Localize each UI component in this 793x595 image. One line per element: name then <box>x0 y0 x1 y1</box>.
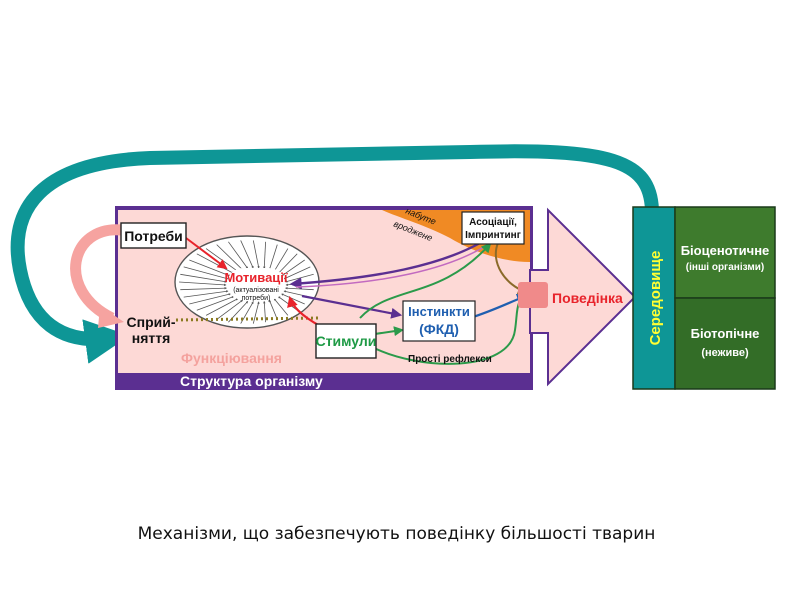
perception-label-line1: Сприй- <box>127 314 176 330</box>
behavior-big-arrow <box>529 207 637 387</box>
instincts-label-line2: (ФКД) <box>419 321 459 337</box>
stimuli-box <box>315 323 377 359</box>
motivation-spoke <box>263 300 266 323</box>
motivation-spoke <box>179 281 227 287</box>
behavior-label: Поведінка <box>552 290 623 306</box>
motivation-spoke <box>216 244 243 271</box>
motivation-spoke <box>252 301 260 324</box>
motivation-spoke <box>283 266 311 280</box>
figure-caption: Механізми, що забезпечують поведінку біл… <box>137 524 656 544</box>
motivation-spoke <box>252 240 260 269</box>
feedback-loop-arrow <box>10 144 659 364</box>
associations-to-motivation-arrow <box>289 241 481 290</box>
motivation-spoke <box>263 241 266 270</box>
motivation-spoke <box>228 241 249 269</box>
simple-reflexes-label: Прості рефлекси <box>408 353 492 365</box>
motivation-sub-line2: потреби) <box>242 294 271 302</box>
needs-box <box>120 222 187 249</box>
motivation-spoke <box>269 299 278 320</box>
motivation-spoke <box>189 293 231 305</box>
motivation-spoke <box>273 298 289 316</box>
perception-label-line2: няття <box>132 330 171 346</box>
biocenotic-label-line1: Біоценотичне <box>681 243 770 258</box>
associations-to-motivation-arrow-2 <box>295 242 491 288</box>
instincts-box <box>402 300 476 342</box>
motivation-label: Мотивації <box>224 270 287 285</box>
instincts-label-line1: Інстинкти <box>408 304 470 319</box>
motivation-spoke <box>281 259 305 277</box>
perception-to-needs-arrow <box>70 224 123 323</box>
motivation-label-box <box>227 268 285 300</box>
environment-label: Середовище <box>647 251 664 346</box>
motivation-spoke <box>180 273 227 283</box>
needs-label: Потреби <box>124 228 183 244</box>
motivation-spoke <box>180 286 227 291</box>
motivation-spoke <box>216 299 243 320</box>
functioning-label: Функціювання <box>181 350 282 366</box>
stimuli-to-associations-arrow <box>359 242 492 319</box>
motivation-spoke <box>240 240 254 269</box>
needs-to-motivation-arrow <box>185 237 228 270</box>
environment-column <box>632 206 676 390</box>
behavior-node <box>518 282 548 308</box>
motivation-spoke <box>183 290 229 298</box>
motivation-spoke <box>189 259 231 277</box>
biotopic-label-line2: (неживе) <box>701 347 749 359</box>
biocenotic-label-line2: (інші організми) <box>686 262 764 273</box>
motivation-spoke <box>205 298 239 316</box>
biotopic-label-line1: Біотопічне <box>691 326 760 341</box>
biotopic-box <box>674 297 776 390</box>
associations-label-line1: Асоціації, <box>469 217 517 228</box>
motivation-spoke <box>196 253 235 274</box>
structure-label: Структура організму <box>180 373 323 389</box>
motivation-spoke <box>273 248 289 272</box>
motivation-spoke <box>268 244 278 271</box>
motivation-spoke <box>183 266 229 280</box>
perception-to-needs-arrowhead <box>98 306 124 328</box>
stimuli-label: Стимули <box>316 333 377 349</box>
motivation-sub-line1: (актуалізовані <box>233 286 279 294</box>
motivation-spoke <box>196 296 235 311</box>
motivation-spoke <box>277 253 298 274</box>
stimuli-to-motivation-arrow <box>287 295 321 327</box>
associations-box <box>461 211 525 245</box>
associations-label-line2: Імпринтинг <box>465 230 521 241</box>
perception-line <box>175 316 319 322</box>
motivation-to-instincts-arrow <box>301 294 403 319</box>
